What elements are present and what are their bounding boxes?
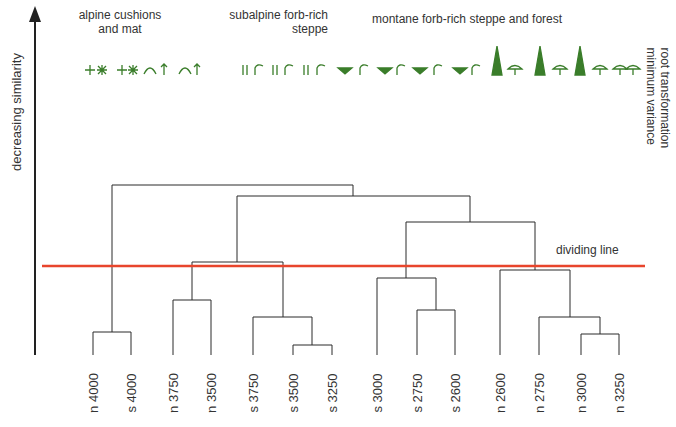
plant-symbol bbox=[360, 65, 368, 75]
plant-symbol bbox=[413, 68, 427, 74]
dendrogram-branch bbox=[581, 334, 619, 355]
plant-symbol bbox=[472, 65, 480, 75]
plant-symbol bbox=[179, 68, 191, 74]
dendrogram-branch bbox=[253, 317, 312, 355]
plant-symbol bbox=[535, 46, 545, 75]
dividing-line bbox=[42, 265, 645, 268]
dendrogram-branch bbox=[192, 262, 283, 317]
dendrogram-branch bbox=[93, 332, 131, 355]
plant-symbol bbox=[338, 68, 352, 74]
plant-symbol bbox=[434, 65, 442, 75]
plant-symbol bbox=[255, 65, 263, 75]
leaf-label: s 2750 bbox=[410, 373, 425, 412]
leaf-label: n 4000 bbox=[86, 373, 101, 413]
leaf-label: s 3250 bbox=[325, 373, 340, 412]
dendrogram-branches bbox=[93, 185, 619, 355]
dendrogram-branch bbox=[173, 300, 211, 355]
leaf-label: s 2600 bbox=[448, 373, 463, 412]
plant-symbol bbox=[613, 66, 627, 76]
plant-symbol bbox=[626, 66, 640, 76]
dendrogram-branch bbox=[500, 270, 570, 355]
plant-symbol bbox=[144, 68, 156, 74]
plant-symbol bbox=[575, 46, 585, 75]
leaf-label: n 3500 bbox=[204, 373, 219, 413]
plant-symbol bbox=[161, 64, 167, 75]
dendrogram-branch bbox=[237, 196, 470, 262]
group-heading: montane forb-rich steppe and forest bbox=[372, 12, 562, 26]
dendrogram-branch bbox=[417, 310, 455, 355]
leaf-label: s 3500 bbox=[286, 373, 301, 412]
leaf-label: s 3000 bbox=[370, 373, 385, 412]
leaf-label: s 3750 bbox=[246, 373, 261, 412]
plant-symbol bbox=[397, 65, 405, 75]
plant-symbol bbox=[453, 68, 467, 74]
plant-symbol bbox=[378, 68, 392, 74]
plant-symbol bbox=[285, 65, 293, 75]
leaf-label: s 4000 bbox=[124, 373, 139, 412]
dendrogram-branch bbox=[293, 345, 332, 355]
dendrogram-branch bbox=[377, 278, 436, 355]
plant-symbol bbox=[492, 46, 502, 75]
group-heading: subalpine forb-rich steppe bbox=[208, 8, 328, 36]
dendrogram-branch bbox=[406, 222, 535, 278]
axis-title: decreasing similarity bbox=[9, 53, 24, 171]
plant-symbol bbox=[553, 66, 567, 76]
plant-symbol bbox=[117, 65, 127, 75]
leaf-label: n 3000 bbox=[574, 373, 589, 413]
plant-symbol bbox=[304, 65, 308, 75]
plant-symbol bbox=[243, 65, 247, 75]
leaf-label: n 3250 bbox=[612, 373, 627, 413]
plant-symbol bbox=[508, 66, 522, 76]
dendrogram-branch bbox=[539, 317, 600, 355]
plant-symbol bbox=[194, 64, 200, 75]
leaf-label: n 2750 bbox=[532, 373, 547, 413]
plant-symbol bbox=[317, 65, 325, 75]
group-heading: alpine cushions and mat bbox=[70, 8, 170, 36]
plant-symbol bbox=[97, 65, 107, 75]
leaf-label: n 2600 bbox=[493, 373, 508, 413]
line-label: dividing line bbox=[556, 243, 619, 257]
plant-symbol bbox=[593, 66, 607, 76]
dendrogram-branch bbox=[112, 185, 353, 332]
plant-symbol bbox=[85, 65, 95, 75]
method-note: root transformation minimum variance bbox=[644, 48, 672, 173]
axis-arrow bbox=[34, 20, 36, 355]
plant-symbol bbox=[273, 65, 277, 75]
arrow-head bbox=[29, 6, 41, 22]
leaf-label: n 3750 bbox=[166, 373, 181, 413]
plant-symbol bbox=[128, 65, 138, 75]
vegetation-symbols bbox=[85, 46, 640, 75]
